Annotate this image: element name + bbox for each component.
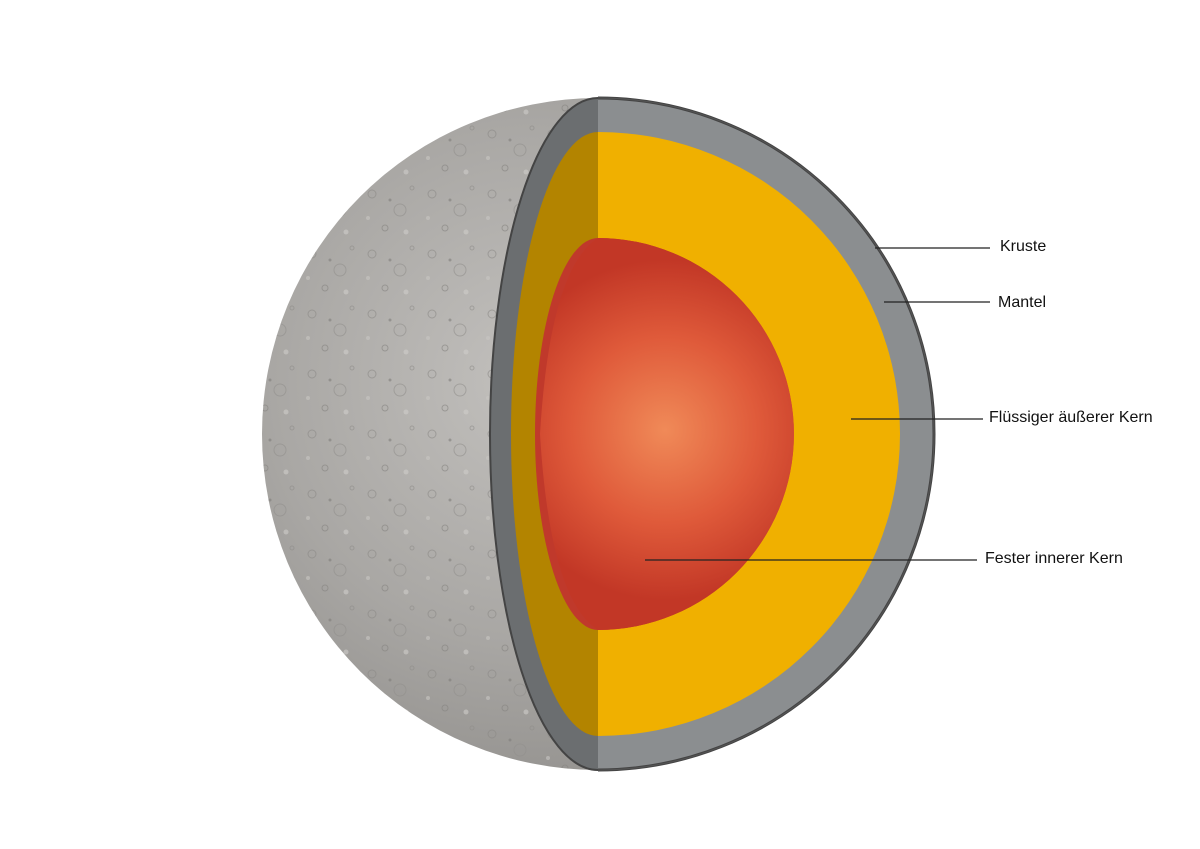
label-mantle: Mantel (998, 294, 1047, 311)
inner-core-right (598, 238, 794, 630)
label-crust: Kruste (1000, 238, 1047, 255)
label-inner-core: Fester innerer Kern (985, 550, 1123, 567)
label-outer-core: Flüssiger äußerer Kern (989, 409, 1153, 426)
sphere-outline (598, 97, 935, 771)
